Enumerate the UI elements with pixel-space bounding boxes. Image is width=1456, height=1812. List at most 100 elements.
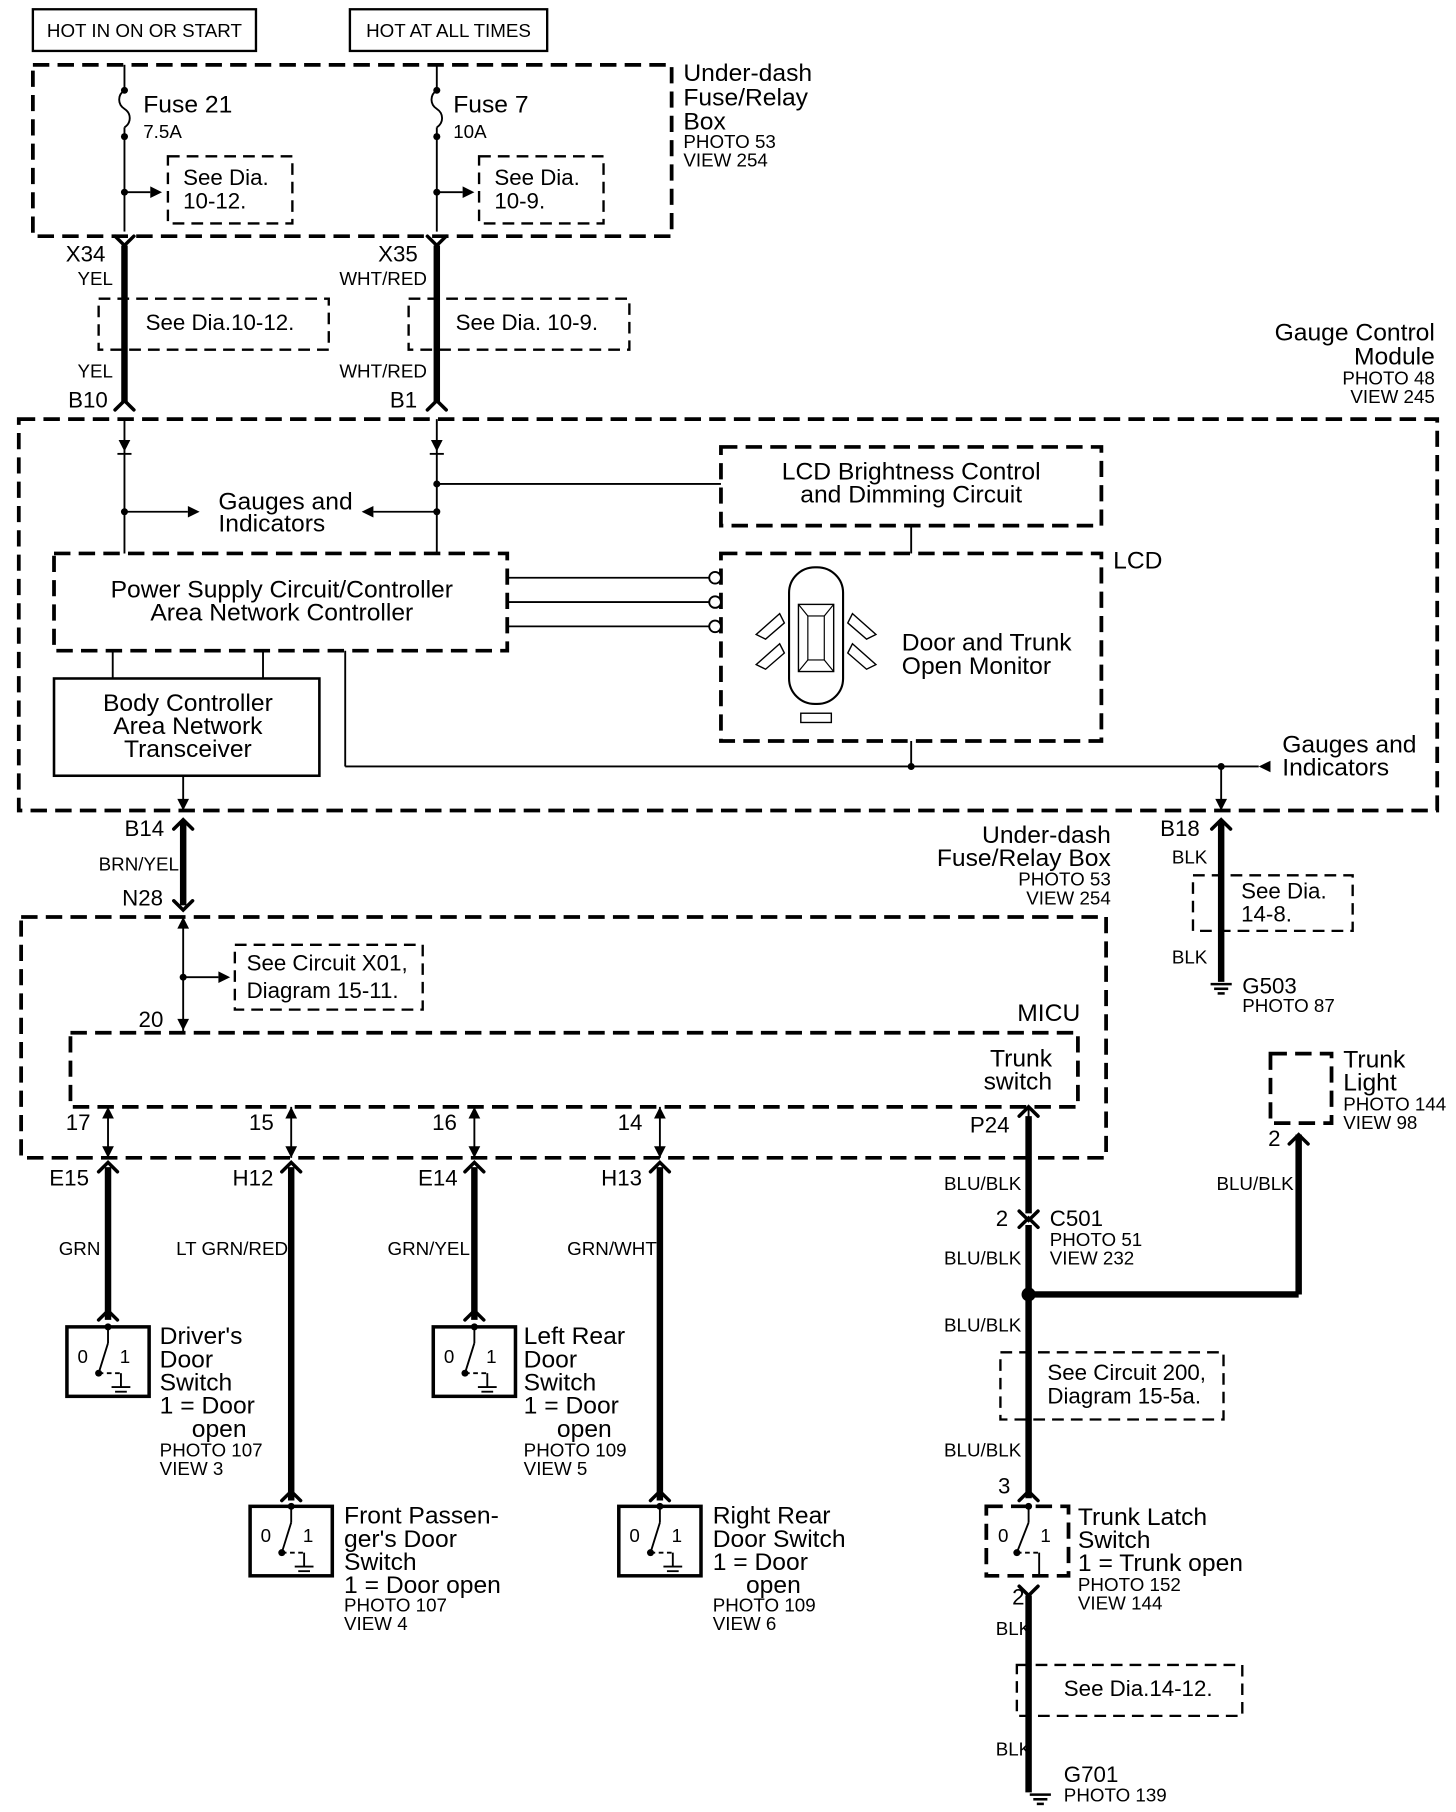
- ref-circuit-x01-1: See Circuit X01,: [247, 950, 408, 975]
- fuse21-ref-2: 10-12.: [183, 189, 246, 214]
- fusebox-mid-photo: PHOTO 53: [1018, 869, 1111, 890]
- fusebox-mid-title-2: Fuse/Relay Box: [937, 845, 1111, 872]
- left-rear-switch-title-3: Switch: [524, 1370, 597, 1397]
- connector-b18: B18: [1160, 816, 1200, 841]
- c501-view: VIEW 232: [1050, 1247, 1135, 1268]
- connector-e15: E15: [49, 1166, 89, 1191]
- trunk-light-photo: PHOTO 144: [1343, 1093, 1446, 1114]
- fusebox-top-outline: [30, 62, 674, 239]
- front-pass-switch-title-3: Switch: [344, 1549, 417, 1576]
- trunk-latch-pin-top: 3: [998, 1474, 1010, 1499]
- wire-label-grnwht: GRN/WHT: [567, 1238, 657, 1259]
- left-rear-switch-title-1: Left Rear: [524, 1323, 625, 1350]
- drivers-switch-title-2: Door: [160, 1347, 213, 1374]
- drivers-switch-pos0: 0: [77, 1346, 87, 1367]
- ref-dia-14-12: See Dia.14-12.: [1064, 1676, 1213, 1701]
- connector-b1: B1: [390, 388, 417, 413]
- gcm-title-2: Module: [1354, 344, 1435, 371]
- micu-label: MICU: [1017, 1000, 1080, 1027]
- gauge-control-module-outline: [16, 417, 1440, 813]
- right-rear-switch-pos0: 0: [629, 1525, 639, 1546]
- gcm-gauges-right-2: Indicators: [1282, 755, 1389, 782]
- front-pass-switch-title-2: ger's Door: [344, 1526, 457, 1553]
- trunk-latch-pin-bottom: 2: [1012, 1585, 1024, 1610]
- trunk-light-view: VIEW 98: [1343, 1112, 1417, 1133]
- hot-always-label: HOT AT ALL TIMES: [366, 20, 531, 41]
- trunk-light-title-2: Light: [1343, 1070, 1397, 1097]
- wire-label-whtred-top: WHT/RED: [339, 268, 427, 289]
- ref-circuit-x01-2: Diagram 15-11.: [247, 978, 399, 1003]
- trunk-latch-pos0: 0: [998, 1525, 1008, 1546]
- right-rear-switch-title-3: 1 = Door: [713, 1549, 808, 1576]
- wire-label-yel-bottom: YEL: [77, 361, 112, 382]
- left-rear-door-switch: 0 1: [431, 1321, 518, 1399]
- lcd-brightness-1: LCD Brightness Control: [782, 458, 1041, 485]
- ref-dia-14-8-1: See Dia.: [1241, 879, 1327, 904]
- micu-pin-16-link: [468, 1106, 481, 1158]
- fusebox-top-title-2: Fuse/Relay: [683, 85, 808, 112]
- wire-label-blk-b18-top: BLK: [1172, 847, 1208, 868]
- wire-label-blublk-2: BLU/BLK: [944, 1247, 1022, 1268]
- micu-pin-14-link: [654, 1106, 666, 1158]
- front-pass-switch-pos0: 0: [261, 1525, 271, 1546]
- wire-label-blublk-3: BLU/BLK: [944, 1315, 1022, 1336]
- fusebox-mid-title-1: Under-dash: [982, 822, 1111, 849]
- trunk-light-pin: 2: [1268, 1126, 1280, 1151]
- power-supply-2: Area Network Controller: [150, 600, 413, 627]
- hot-at-all-times-box: HOT AT ALL TIMES: [348, 8, 549, 53]
- left-rear-switch-pos1: 1: [486, 1346, 496, 1367]
- left-rear-switch-title-2: Door: [524, 1347, 577, 1374]
- gcm-gauges-2: Indicators: [218, 511, 325, 538]
- connector-p24: P24: [970, 1112, 1010, 1137]
- gcm-title-1: Gauge Control: [1275, 320, 1435, 347]
- trunk-latch-title-3: 1 = Trunk open: [1078, 1550, 1243, 1577]
- hot-run-label: HOT IN ON OR START: [47, 20, 242, 41]
- front-pass-switch-title-4: 1 = Door open: [344, 1572, 501, 1599]
- monitor-label-1: Door and Trunk: [902, 630, 1073, 657]
- micu-pin-17: 17: [66, 1110, 91, 1135]
- wire-label-blublk-trunk: BLU/BLK: [1216, 1173, 1294, 1194]
- lcd-label: LCD: [1113, 548, 1162, 575]
- right-rear-switch-photo: PHOTO 109: [713, 1595, 816, 1616]
- lcd-block: [719, 551, 1104, 743]
- left-rear-switch-photo: PHOTO 109: [524, 1440, 627, 1461]
- trunk-latch-title-2: Switch: [1078, 1527, 1151, 1554]
- wire-label-grn: GRN: [59, 1238, 101, 1259]
- ground-g701-icon: [1028, 1793, 1053, 1806]
- fusebox-top-title-3: Box: [683, 109, 725, 136]
- wire-label-blublk-4: BLU/BLK: [944, 1440, 1022, 1461]
- connector-b10: B10: [68, 388, 108, 413]
- drivers-switch-pos1: 1: [120, 1346, 130, 1367]
- ground-g503-photo: PHOTO 87: [1242, 995, 1335, 1016]
- fuse7-name: Fuse 7: [453, 91, 528, 118]
- fusebox-top-photo: PHOTO 53: [683, 131, 776, 152]
- ground-g701-photo: PHOTO 139: [1064, 1785, 1167, 1806]
- trunk-latch-photo: PHOTO 152: [1078, 1574, 1181, 1595]
- ground-g701-name: G701: [1064, 1762, 1119, 1787]
- left-rear-switch-title-4: 1 = Door: [524, 1393, 619, 1420]
- front-pass-switch-photo: PHOTO 107: [344, 1595, 447, 1616]
- c501-pin: 2: [996, 1206, 1008, 1231]
- fuse21-ref-1: See Dia.: [183, 165, 269, 190]
- hot-in-on-or-start-box: HOT IN ON OR START: [31, 8, 258, 53]
- left-rear-switch-title-5: open: [557, 1416, 612, 1443]
- micu-pin-17-link: [102, 1106, 114, 1158]
- left-rear-switch-pos0: 0: [444, 1346, 454, 1367]
- trunk-light-title-1: Trunk: [1343, 1047, 1406, 1074]
- fuse7-ref-1: See Dia.: [494, 165, 580, 190]
- right-rear-switch-title-1: Right Rear: [713, 1503, 831, 1530]
- ref-dia-10-9: See Dia. 10-9.: [456, 310, 599, 335]
- connector-x34: X34: [66, 242, 106, 267]
- front-pass-switch-view: VIEW 4: [344, 1613, 408, 1634]
- trunk-latch-pos1: 1: [1040, 1525, 1050, 1546]
- body-controller-transceiver: [52, 677, 321, 778]
- body-controller-1: Body Controller: [103, 690, 273, 717]
- fuse7-ref-2: 10-9.: [494, 189, 545, 214]
- car-top-view-icon: [754, 566, 878, 724]
- micu-pin-15-link: [285, 1106, 298, 1158]
- right-rear-door-switch: 0 1: [617, 1501, 703, 1578]
- trunk-latch-title-1: Trunk Latch: [1078, 1504, 1207, 1531]
- gcm-view: VIEW 245: [1350, 386, 1435, 407]
- connector-x35: X35: [378, 242, 418, 267]
